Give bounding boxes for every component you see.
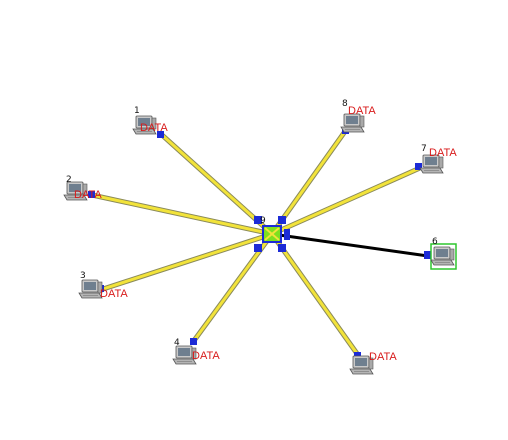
node-id-label: 6 <box>432 237 438 247</box>
selection-box <box>430 243 457 270</box>
link-hub-to-node-3[interactable] <box>99 231 273 293</box>
port-marker <box>190 338 197 345</box>
node-data-label: DATA <box>192 350 220 362</box>
node-id-label: 3 <box>80 271 86 281</box>
port-marker <box>424 251 431 259</box>
hub-id-label: 9 <box>260 216 266 226</box>
computer-node-1[interactable]: 1 DATA <box>132 106 168 138</box>
computer-icon <box>430 246 455 266</box>
node-data-label: DATA <box>369 351 397 363</box>
node-id-label: 1 <box>134 106 140 116</box>
node-data-label: DATA <box>429 147 457 159</box>
computer-icon <box>78 279 103 299</box>
port-marker <box>157 131 164 138</box>
node-data-label: DATA <box>140 122 168 134</box>
port-marker <box>284 229 290 240</box>
node-id-label: 2 <box>66 175 72 185</box>
port-marker <box>254 216 262 224</box>
port-marker <box>415 163 422 170</box>
node-id-label: 4 <box>174 338 180 348</box>
switch-hub[interactable]: 9 <box>254 216 290 252</box>
port-marker <box>88 191 95 198</box>
port-marker <box>254 244 262 252</box>
node-id-label: 7 <box>421 144 427 154</box>
computer-node-5[interactable]: DATA <box>349 351 397 375</box>
link-hub-to-node-5[interactable] <box>269 232 361 357</box>
node-data-label: DATA <box>100 288 128 300</box>
port-marker <box>354 352 361 359</box>
node-data-label: DATA <box>74 189 102 201</box>
computer-node-4[interactable]: 4 DATA <box>172 338 220 365</box>
computer-node-2[interactable]: 2 DATA <box>63 175 102 201</box>
computer-node-8[interactable]: 8 DATA <box>340 99 376 134</box>
link-hub-to-node-7[interactable] <box>270 165 422 237</box>
link-hub-to-node-2[interactable] <box>91 192 273 237</box>
port-marker <box>278 216 286 224</box>
computer-node-7[interactable]: 7 DATA <box>415 144 457 174</box>
node-data-label: DATA <box>348 105 376 117</box>
port-marker <box>278 244 286 252</box>
link-hub-to-node-6-active[interactable] <box>271 232 429 258</box>
links-layer <box>91 128 429 357</box>
computer-node-3[interactable]: 3 DATA <box>78 271 128 300</box>
computer-node-6-selected[interactable]: 6 <box>424 237 457 270</box>
link-hub-to-node-1[interactable] <box>160 133 274 236</box>
node-id-label: 8 <box>342 99 348 109</box>
